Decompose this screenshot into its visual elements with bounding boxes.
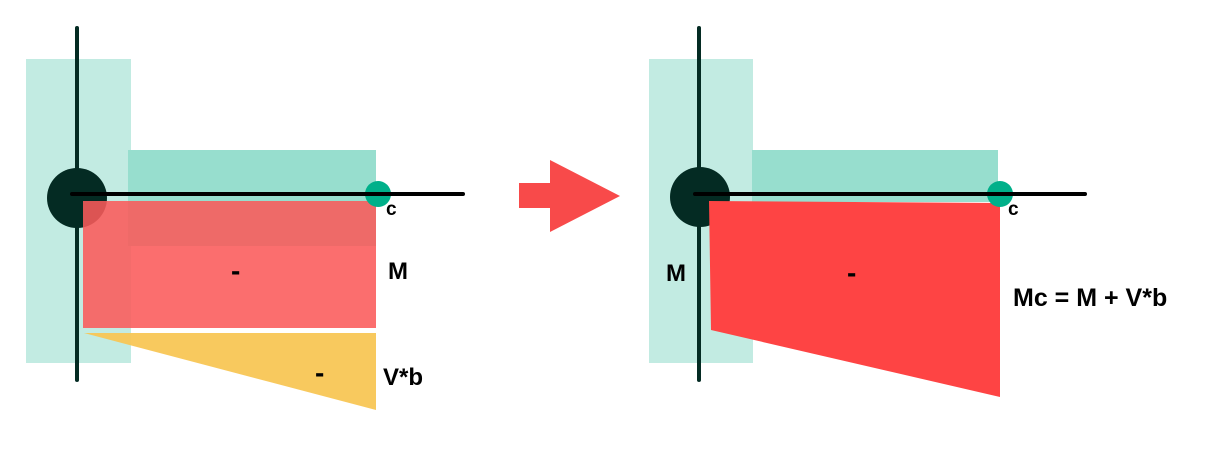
node-c-label: c [386, 199, 397, 220]
moment-label: M [388, 258, 408, 285]
shear-sign: - [315, 357, 324, 388]
combined-moment-diagram [709, 201, 1000, 397]
moment-diagram-M [83, 201, 376, 328]
moment-sign: - [847, 257, 856, 288]
transition-arrow-icon [519, 160, 620, 232]
shear-moment-diagram-Vb [84, 333, 376, 410]
support-moment-label: M [666, 260, 686, 287]
moment-sign: - [231, 255, 240, 286]
shear-label: V*b [383, 364, 423, 391]
right-panel: c M - Mc = M + V*b [649, 26, 1167, 397]
node-c-label: c [1008, 199, 1019, 220]
result-label: Mc = M + V*b [1013, 284, 1167, 312]
left-panel: c - M - V*b [26, 26, 465, 410]
